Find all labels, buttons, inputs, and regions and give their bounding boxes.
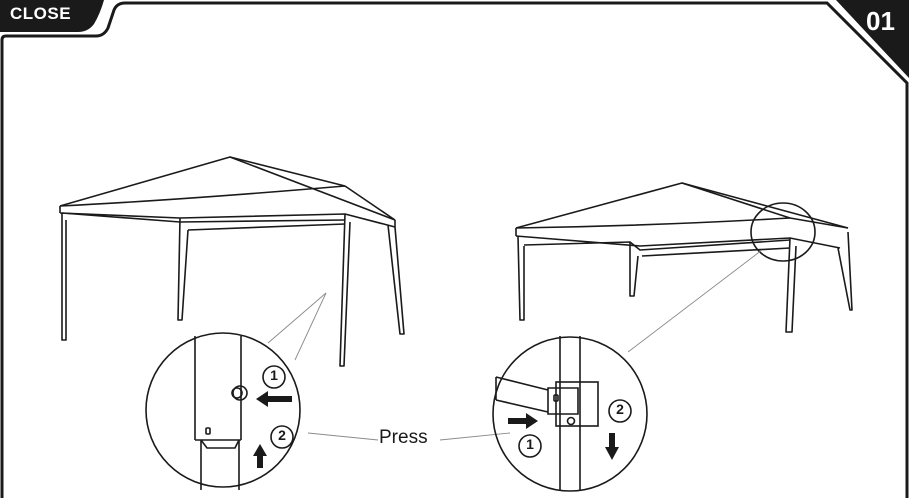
detail-left [145,332,301,490]
press-label: Press [379,427,428,448]
gazebo-right [515,182,853,333]
close-tab [0,0,104,32]
step-markers [262,365,632,458]
step-num-2-right: 2 [616,401,624,417]
callout-lines [267,249,763,441]
arrows-right [508,413,619,460]
arrows-left [253,391,292,468]
step-num-1-left: 1 [270,367,278,383]
close-label: CLOSE [10,4,72,23]
page-number: 01 [866,6,895,36]
step-num-2-left: 2 [278,427,286,443]
gazebo-left [59,156,405,367]
step-num-1-right: 1 [526,436,534,452]
page-number-corner [836,0,909,78]
detail-right [492,336,648,492]
